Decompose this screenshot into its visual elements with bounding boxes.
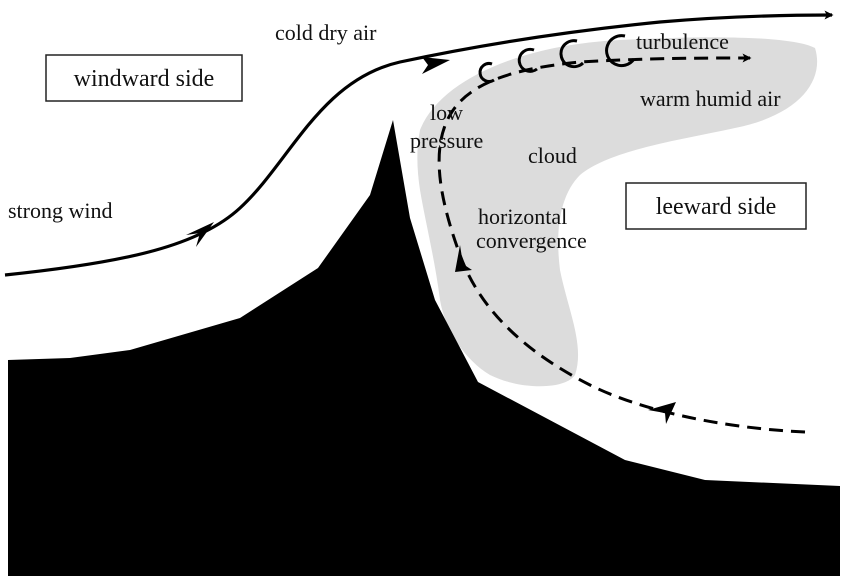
- strong-wind-airflow: [4, 10, 834, 277]
- airflow-arrow-lower: [186, 222, 214, 247]
- turbulence-eddy-4: [605, 34, 636, 68]
- return-flow-arrow-up: [455, 245, 472, 272]
- turbulence-eddy-2: [517, 47, 538, 73]
- cold-dry-air-label: cold dry air: [275, 20, 377, 45]
- horizontal-convergence-label-line1: horizontal: [478, 204, 567, 229]
- turbulence-eddy-3: [559, 39, 585, 69]
- windward-side-box: windward side: [45, 54, 243, 102]
- low-pressure-label-line1: low: [430, 100, 463, 125]
- strong-wind-label: strong wind: [8, 198, 113, 223]
- cloud-label: cloud: [528, 143, 577, 168]
- leeward-side-label: leeward side: [656, 194, 777, 220]
- warm-humid-air-label: warm humid air: [640, 86, 781, 111]
- warm-humid-airflow: [437, 53, 806, 434]
- low-pressure-label-line2: pressure: [410, 128, 483, 153]
- turbulence-eddy-1: [478, 62, 495, 83]
- horizontal-convergence-label-line2: convergence: [476, 228, 587, 253]
- cloud-region: [417, 37, 818, 387]
- turbulence-label: turbulence: [636, 29, 729, 54]
- mountain: [8, 120, 840, 576]
- airflow-arrow-upper: [422, 57, 450, 74]
- windward-side-label: windward side: [74, 66, 215, 92]
- leeward-side-box: leeward side: [625, 182, 807, 230]
- return-flow-arrow-lower: [648, 402, 676, 424]
